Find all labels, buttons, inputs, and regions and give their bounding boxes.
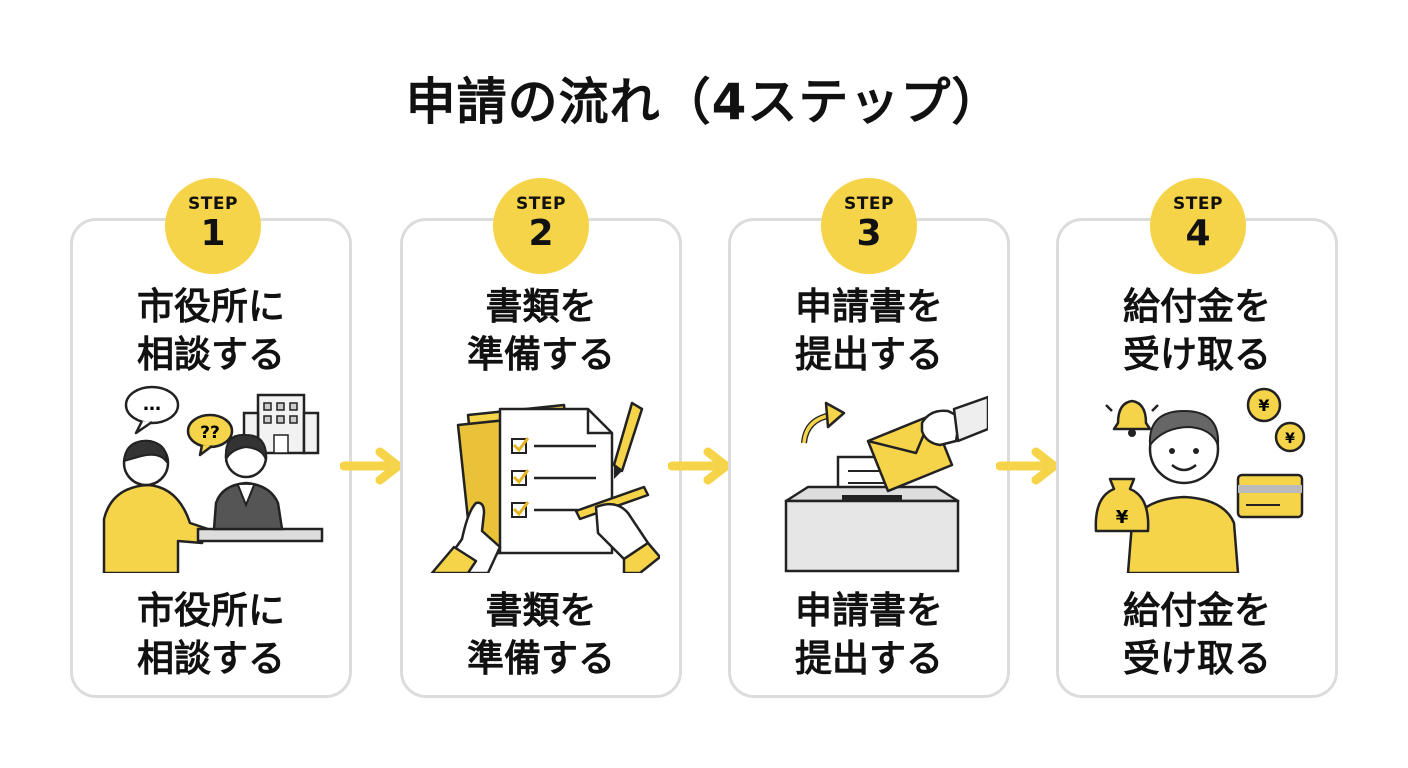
step-3-badge: STEP 3 [821,178,917,274]
card-icon [1236,473,1304,519]
step-2-caption: 書類を 準備する [467,589,615,680]
step-1-caption: 市役所に 相談する [137,589,285,680]
step-3-title: 申請書を 提出する [795,285,943,376]
ballot-box-icon [784,455,960,573]
benefit-receipt-illustration: ¥ ¥ ¥ [1094,387,1306,573]
svg-text:¥: ¥ [1116,507,1129,528]
document-preparation-illustration [430,401,660,573]
citizen-figure [102,439,210,573]
speech-bubble-icon: … [124,385,180,435]
bell-icon [1105,399,1159,437]
svg-text:??: ?? [200,423,220,443]
step-2-title: 書類を 準備する [467,285,615,376]
curved-arrow-icon [801,401,846,444]
city-hall-icon [242,393,320,455]
step-4-title: 給付金を 受け取る [1123,285,1271,376]
hand-figure [920,395,988,447]
svg-text:…: … [143,394,161,415]
consultation-illustration: … ?? [102,385,324,573]
person-figure [1126,409,1240,573]
question-bubble-icon: ?? [186,413,234,457]
step-card-1: 市役所に 相談する … ?? [70,218,352,698]
page-title: 申請の流れ（4ステップ） [405,73,1003,131]
svg-text:¥: ¥ [1258,396,1269,415]
step-2-badge: STEP 2 [493,178,589,274]
step-card-3: 申請書を 提出する 申請書を 提出する [728,218,1010,698]
money-bag-icon: ¥ [1094,477,1150,533]
yen-coin-icon: ¥ [1246,387,1282,423]
step-1-badge: STEP 1 [165,178,261,274]
arrow-right-icon [996,447,1059,485]
arrow-right-icon [668,447,731,485]
svg-text:¥: ¥ [1285,431,1295,447]
step-1-title: 市役所に 相談する [137,285,285,376]
step-card-4: 給付金を 受け取る ¥ ¥ ¥ [1056,218,1338,698]
step-4-caption: 給付金を 受け取る [1123,589,1271,680]
hands-figure [430,501,660,573]
arrow-right-icon [340,447,403,485]
step-4-badge: STEP 4 [1150,178,1246,274]
step-3-caption: 申請書を 提出する [795,589,943,680]
checklist-document-icon [498,407,614,555]
staff-figure [212,433,284,531]
yen-coin-icon: ¥ [1274,421,1306,453]
application-submission-illustration [784,395,988,573]
step-card-2: 書類を 準備する [400,218,682,698]
